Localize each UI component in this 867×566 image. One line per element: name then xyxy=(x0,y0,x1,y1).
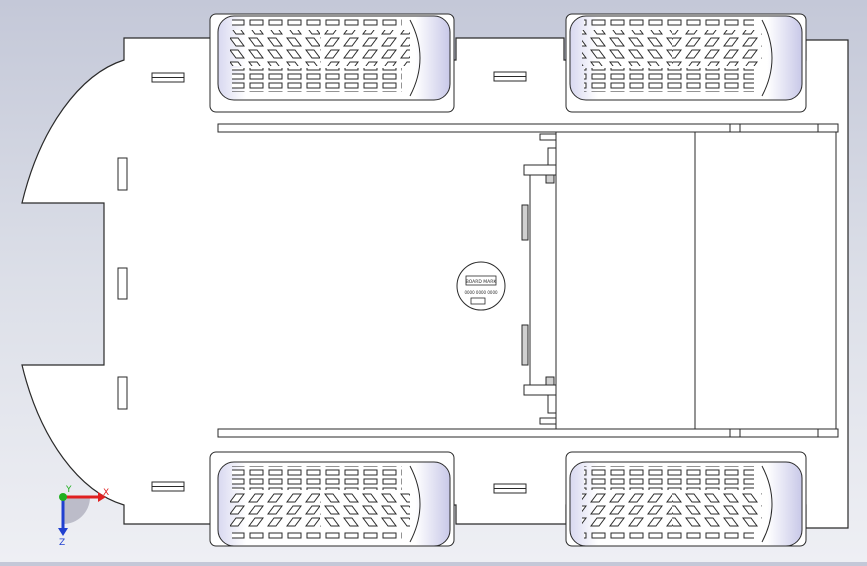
tire-front-left xyxy=(217,15,451,101)
mount-slots xyxy=(117,71,527,494)
chassis-plate xyxy=(21,37,849,529)
tire-rear-left xyxy=(217,461,451,547)
z-axis-label: Z xyxy=(59,538,65,548)
coordinate-triad-icon: X Y Z xyxy=(58,485,109,548)
tire-front-right xyxy=(569,15,803,101)
chip-label-primary: BOARD MARK xyxy=(466,279,498,285)
y-axis-label: Y xyxy=(65,485,72,495)
battery-housing xyxy=(521,133,557,425)
tire-rear-right xyxy=(569,461,803,547)
x-axis-label: X xyxy=(103,488,109,498)
chip-module: BOARD MARK 0000 0000 0000 xyxy=(456,261,506,311)
chip-label-secondary: 0000 0000 0000 xyxy=(464,290,498,295)
